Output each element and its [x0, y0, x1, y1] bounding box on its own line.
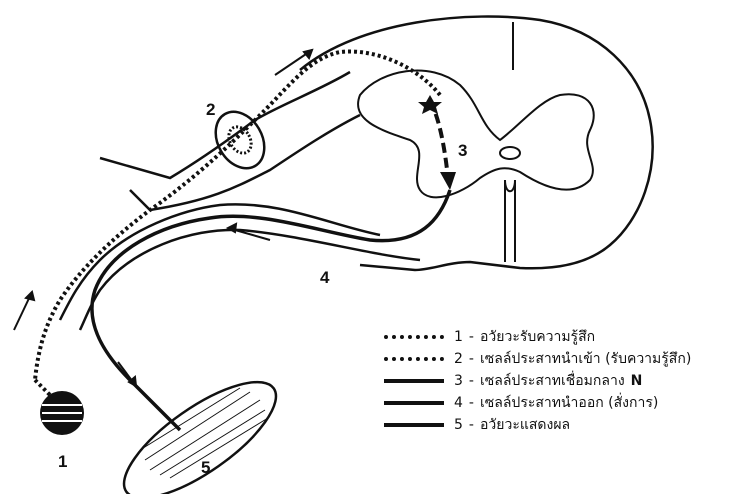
legend-dotted-line	[384, 357, 444, 361]
legend-text: เซลล์ประสาทนำเข้า (รับความรู้สึก)	[480, 348, 691, 370]
legend-row-motor-neuron: 4 - เซลล์ประสาทนำออก (สั่งการ)	[384, 392, 750, 414]
legend-text: อวัยวะแสดงผล	[480, 414, 570, 436]
legend-text: เซลล์ประสาทนำออก (สั่งการ)	[480, 392, 658, 414]
legend-solid-line	[384, 423, 444, 427]
label-receptor: 1	[58, 452, 67, 472]
legend-number: 5	[454, 417, 463, 433]
label-motor-neuron: 4	[320, 268, 329, 288]
legend-row-sensory-neuron: 2 - เซลล์ประสาทนำเข้า (รับความรู้สึก)	[384, 348, 750, 370]
motor-neuron-cell-body	[440, 172, 456, 190]
interneuron-synapse-star	[418, 95, 442, 114]
legend-solid-line	[384, 401, 444, 405]
spinal-cord-gray-matter	[358, 71, 594, 198]
label-effector: 5	[201, 458, 210, 478]
legend-number: 2	[454, 351, 463, 367]
legend-row-receptor: 1 - อวัยวะรับความรู้สึก	[384, 326, 750, 348]
label-sensory-neuron: 2	[206, 100, 215, 120]
legend-solid-line	[384, 379, 444, 383]
legend-separator: -	[469, 417, 474, 433]
ventral-root	[60, 204, 380, 320]
legend-separator: -	[469, 395, 474, 411]
label-interneuron: 3	[458, 141, 467, 161]
interneuron-path	[430, 100, 448, 178]
legend-separator: -	[469, 329, 474, 345]
legend-number: 4	[454, 395, 463, 411]
legend-number: 1	[454, 329, 463, 345]
anterior-fissure	[505, 180, 515, 262]
legend-separator: -	[469, 351, 474, 367]
legend-text: อวัยวะรับความรู้สึก	[480, 326, 595, 348]
legend: 1 - อวัยวะรับความรู้สึก 2 - เซลล์ประสาทน…	[384, 326, 750, 436]
interneuron-marker: N	[631, 373, 643, 389]
legend-separator: -	[469, 373, 474, 389]
legend-row-effector: 5 - อวัยวะแสดงผล	[384, 414, 750, 436]
central-canal	[500, 147, 520, 159]
legend-text: เซลล์ประสาทเชื่อมกลาง	[480, 370, 625, 392]
dorsal-root	[100, 72, 350, 178]
legend-number: 3	[454, 373, 463, 389]
legend-row-interneuron: 3 - เซลล์ประสาทเชื่อมกลาง N	[384, 370, 750, 392]
spinal-cord-outline	[300, 17, 653, 270]
legend-dotted-line	[384, 335, 444, 339]
receptor-connection	[35, 380, 50, 395]
